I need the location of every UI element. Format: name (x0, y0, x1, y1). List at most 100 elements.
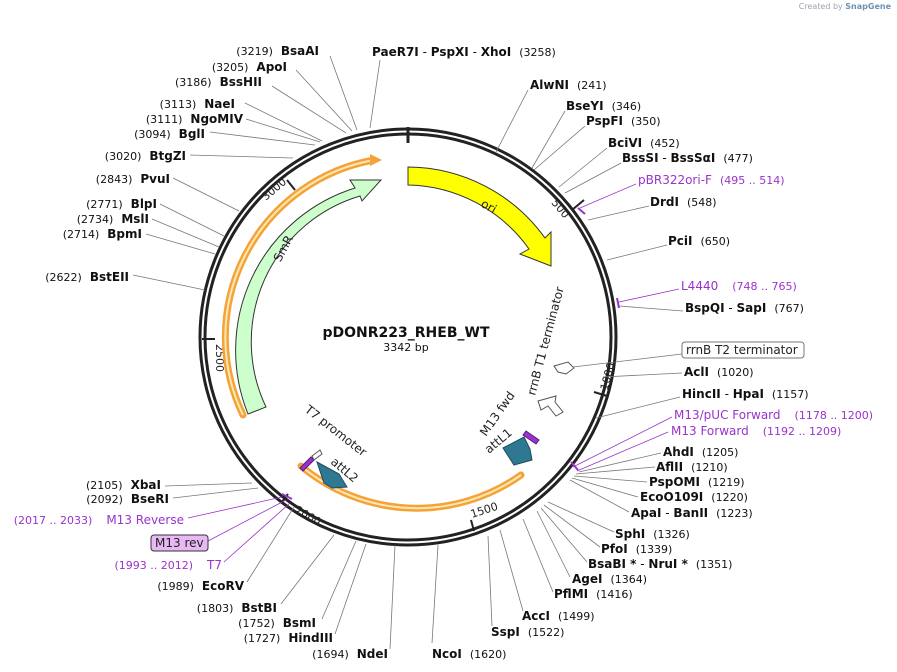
svg-text:pBR322ori-F(495 .. 514): pBR322ori-F(495 .. 514) (638, 173, 785, 187)
svg-text:(1694)NdeI: (1694)NdeI (312, 647, 388, 661)
svg-text:(3113)NaeI: (3113)NaeI (160, 97, 235, 111)
primer-t7[interactable]: (1993 .. 2012)T7 (114, 502, 291, 572)
svg-text:SspI(1522): SspI(1522) (491, 625, 564, 639)
svg-text:BssSI - BssSαI(477): BssSI - BssSαI(477) (622, 151, 753, 165)
smr-arrow (235, 179, 383, 415)
site-bsaai[interactable]: (3219)BsaAI (236, 44, 358, 131)
primer-mark-l4440 (616, 297, 620, 309)
feature-rrnb-t2-terminator[interactable]: rrnB T2 terminator (572, 341, 805, 368)
svg-text:(3020)BtgZI: (3020)BtgZI (105, 149, 186, 163)
site-pspfi[interactable]: PspFI(350) (533, 114, 661, 171)
svg-text:BciVI(452): BciVI(452) (608, 136, 680, 150)
site-pfoi[interactable]: PfoI(1339) (543, 504, 672, 556)
site-apoi[interactable]: (3205)ApoI (212, 60, 353, 132)
site-ndei[interactable]: (1694)NdeI (312, 544, 396, 661)
site-hincii-hpai[interactable]: HincII - HpaI(1157) (595, 387, 809, 419)
svg-text:(3186)BssHII: (3186)BssHII (175, 75, 262, 89)
site-bpmi[interactable]: (2714)BpmI (63, 227, 216, 255)
site-ngomiv[interactable]: (3111)NgoMIV (146, 112, 321, 143)
site-alwni[interactable]: AlwNI(241) (495, 78, 607, 153)
site-apai-banii[interactable]: ApaI - BanII(1223) (569, 479, 753, 520)
primer-mark-m13-reverse (281, 493, 293, 500)
svg-text:(3111)NgoMIV: (3111)NgoMIV (146, 112, 244, 126)
site-bcivi[interactable]: BciVI(452) (558, 136, 680, 188)
site-ncoi[interactable]: NcoI(1620) (431, 544, 506, 661)
svg-text:AccI(1499): AccI(1499) (522, 609, 595, 623)
primer-l4440[interactable]: L4440(748 .. 765) (618, 279, 797, 303)
snapgene-credit: Created by SnapGene (798, 2, 891, 11)
svg-text:BseYI(346): BseYI(346) (566, 99, 641, 113)
orange-arc-top-inner (224, 159, 375, 416)
site-aflii[interactable]: AflII(1210) (575, 460, 728, 475)
t7-promoter-label: T7 promoter (301, 402, 369, 460)
svg-text:PfoI(1339): PfoI(1339) (601, 542, 672, 556)
svg-text:(3094)BglI: (3094)BglI (134, 127, 205, 141)
svg-text:M13 Forward(1192 .. 1209): M13 Forward(1192 .. 1209) (671, 424, 841, 438)
site-acci[interactable]: AccI(1499) (499, 529, 595, 623)
site-hindiii[interactable]: (1727)HindIII (244, 543, 367, 645)
site-paer7i-pspxi-xhoi[interactable]: PaeR7I - PspXI - XhoI(3258) (369, 45, 556, 129)
primer-mark-pbr322ori (577, 207, 586, 215)
svg-text:ApaI - BanII(1223): ApaI - BanII(1223) (631, 506, 753, 520)
site-agei[interactable]: AgeI(1364) (536, 510, 647, 586)
feature-m13-rev[interactable]: M13 rev (150, 499, 287, 552)
svg-text:(2843)PvuI: (2843)PvuI (96, 172, 170, 186)
svg-text:M13 rev: M13 rev (155, 536, 204, 550)
tick-label-2000: 2000 (293, 503, 324, 528)
svg-text:L4440(748 .. 765): L4440(748 .. 765) (681, 279, 797, 293)
site-bsssi-bsssai[interactable]: BssSI - BssSαI(477) (564, 151, 753, 194)
svg-text:(1752)BsmI: (1752)BsmI (238, 616, 316, 630)
primer-m13-reverse[interactable]: (2017 .. 2033)M13 Reverse (14, 496, 283, 527)
svg-text:(1989)EcoRV: (1989)EcoRV (157, 579, 244, 593)
site-xbai[interactable]: (2105)XbaI (86, 478, 253, 492)
site-pvui[interactable]: (2843)PvuI (96, 172, 240, 212)
site-bgli[interactable]: (3094)BglI (134, 127, 316, 146)
site-ahdi[interactable]: AhdI(1205) (578, 445, 738, 473)
site-acli[interactable]: AclI(1020) (602, 365, 754, 379)
site-pspomi[interactable]: PspOMI(1219) (573, 475, 745, 489)
site-bseri[interactable]: (2092)BseRI (86, 487, 259, 506)
tick-1000 (593, 391, 608, 397)
site-btgzi[interactable]: (3020)BtgZI (105, 149, 294, 163)
site-pflmi[interactable]: PflMI(1416) (522, 518, 633, 601)
site-naei[interactable]: (3113)NaeI (160, 97, 323, 142)
svg-text:EcoO109I(1220): EcoO109I(1220) (640, 490, 748, 504)
svg-text:BsaBI * - NruI *(1351): BsaBI * - NruI *(1351) (588, 557, 732, 571)
svg-text:(2734)MslI: (2734)MslI (77, 212, 149, 226)
svg-text:rrnB T2 terminator: rrnB T2 terminator (686, 343, 798, 357)
site-bsteii[interactable]: (2622)BstEII (45, 270, 206, 291)
site-pcii[interactable]: PciI(650) (606, 234, 730, 261)
tick-label-500: 500 (549, 196, 572, 220)
svg-text:AgeI(1364): AgeI(1364) (572, 572, 647, 586)
site-blpi[interactable]: (2771)BlpI (86, 197, 225, 237)
primer-m13-forward[interactable]: M13 Forward(1192 .. 1209) (576, 424, 841, 472)
site-bseyi[interactable]: BseYI(346) (531, 99, 641, 169)
site-sphi[interactable]: SphI(1326) (547, 501, 690, 541)
site-drdi[interactable]: DrdI(548) (587, 195, 717, 221)
primer-m13-puc-forward[interactable]: M13/pUC Forward(1178 .. 1200) (572, 408, 873, 468)
tick-1500 (470, 519, 475, 532)
attl1-arrow (502, 436, 533, 466)
tick-500 (571, 199, 585, 211)
site-bstbi[interactable]: (1803)BstBI (197, 534, 335, 615)
svg-text:(2017 .. 2033)M13 Reverse: (2017 .. 2033)M13 Reverse (14, 513, 184, 527)
site-bsabi-nrui[interactable]: BsaBI * - NruI *(1351) (540, 507, 732, 571)
svg-text:SphI(1326): SphI(1326) (615, 527, 690, 541)
site-bsmi[interactable]: (1752)BsmI (238, 540, 357, 630)
primer-pbr322ori-f[interactable]: pBR322ori-F(495 .. 514) (579, 173, 785, 209)
site-ecoo109i[interactable]: EcoO109I(1220) (571, 477, 748, 504)
svg-text:DrdI(548): DrdI(548) (650, 195, 717, 209)
site-bspqi-sapi[interactable]: BspQI - SapI(767) (618, 301, 804, 315)
site-msli[interactable]: (2734)MslI (77, 212, 220, 248)
svg-text:(2092)BseRI: (2092)BseRI (86, 492, 169, 506)
svg-text:PspOMI(1219): PspOMI(1219) (649, 475, 745, 489)
plasmid-length: 3342 bp (383, 341, 428, 354)
site-ecorv[interactable]: (1989)EcoRV (157, 506, 295, 593)
svg-text:PspFI(350): PspFI(350) (586, 114, 661, 128)
svg-text:(1727)HindIII: (1727)HindIII (244, 631, 333, 645)
site-sspi[interactable]: SspI(1522) (487, 535, 564, 639)
svg-text:(2622)BstEII: (2622)BstEII (45, 270, 129, 284)
site-besshii[interactable]: (3186)BssHII (175, 75, 347, 134)
rrnb-t1-arrow (537, 395, 564, 417)
